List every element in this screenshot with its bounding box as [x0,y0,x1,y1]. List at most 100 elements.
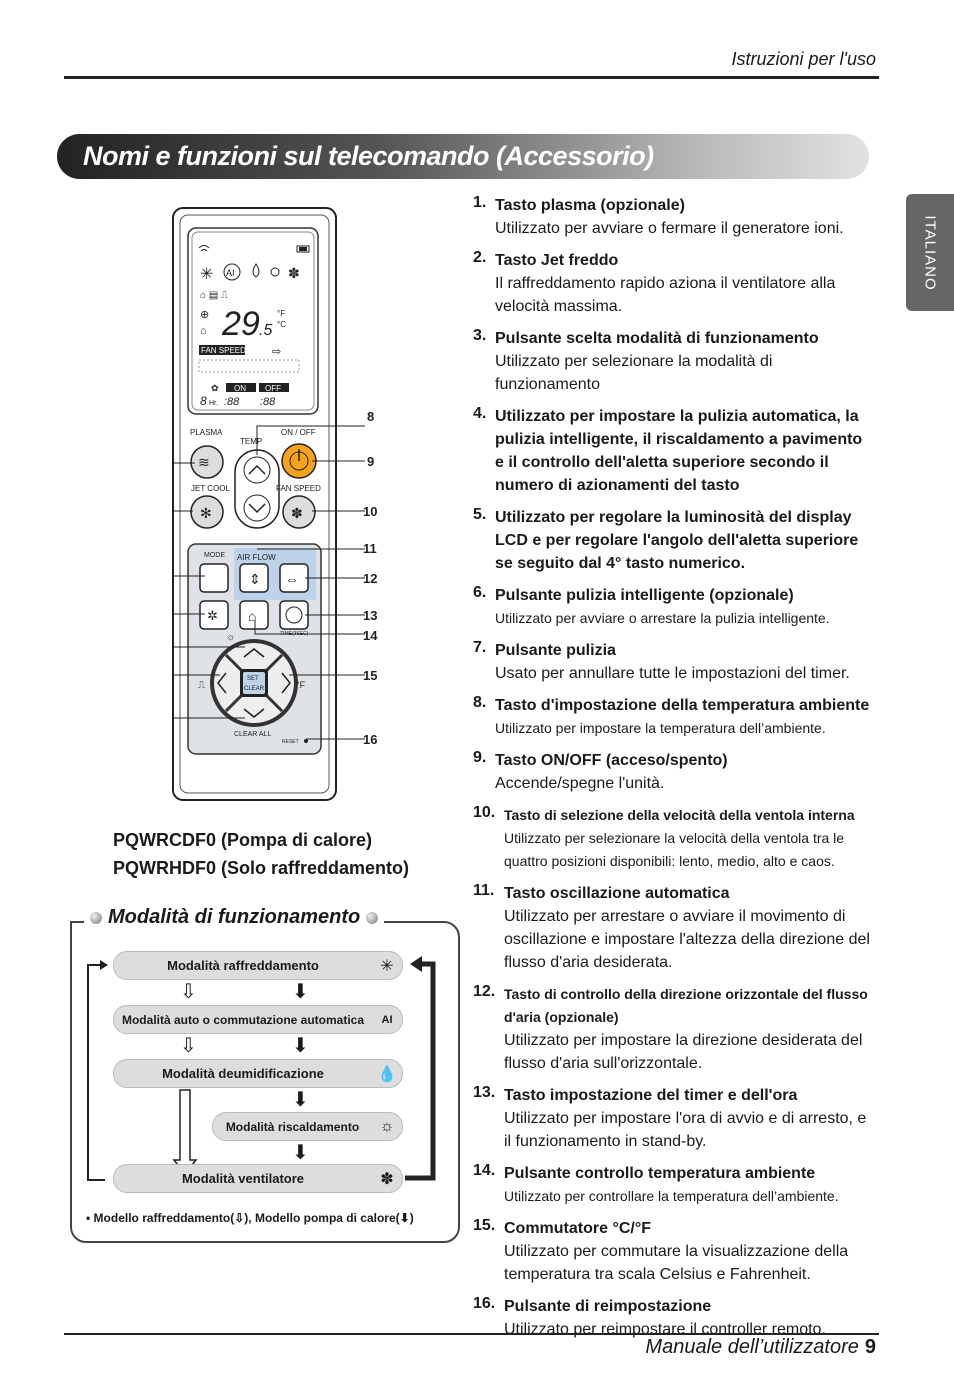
function-title: Tasto oscillazione automatica [504,885,730,902]
mode-fan: Modalità ventilatore ✽ [113,1164,403,1193]
callout-11: 11 [363,541,377,556]
svg-text:✽: ✽ [291,505,303,521]
ai-icon: AI [381,1013,393,1026]
label-fan-speed: FAN SPEED [276,484,321,493]
sun-icon: ☼ [379,1117,395,1135]
function-list: 1.Tasto plasma (opzionale)Utilizzato per… [473,194,873,1350]
function-number: 10. [473,804,496,821]
svg-text:✿: ✿ [211,383,219,393]
svg-text:⊕: ⊕ [200,309,209,321]
arrow-hollow-icon: ⇩ [180,1035,197,1057]
function-title: Tasto Jet freddo [495,252,619,269]
function-description: Il raffreddamento rapido aziona il venti… [495,275,836,315]
function-item: 5.Utilizzato per regolare la luminosità … [473,506,873,575]
label-reset: RESET [282,739,299,745]
arrow-solid-icon: ⬇ [292,1089,309,1111]
label-jet-cool: JET COOL [191,484,231,493]
function-item: 8.Tasto d'impostazione della temperatura… [473,694,873,740]
function-title: Tasto impostazione del timer e dell'ora [504,1087,798,1104]
bullet-icon [90,911,102,924]
function-title: Pulsante controllo temperatura ambiente [504,1165,816,1182]
callout-10: 10 [363,504,377,519]
droplet-icon: 💧 [377,1065,397,1083]
function-description: Utilizzato per impostare l'ora di avvio … [504,1110,867,1150]
lcd-hr: Hr. [209,400,218,407]
lcd-fan-speed: FAN SPEED [201,346,246,355]
arrow-solid-icon: ⬇ [292,1142,309,1164]
model-name-heat-pump: PQWRCDF0 (Pompa di calore) [113,830,373,850]
function-item: 12. Tasto di controllo della direzione or… [473,983,873,1075]
function-number: 3. [473,327,487,344]
label-temp: TEMP [240,437,262,446]
function-item: 4.Utilizzato per impostare la pulizia au… [473,405,873,497]
function-description: Utilizzato per avviare o fermare il gene… [495,220,844,237]
svg-text:✽: ✽ [288,265,300,281]
function-description: Utilizzato per selezionare la modalità d… [495,353,773,393]
function-description: Usato per annullare tutte le impostazion… [495,665,850,682]
function-item: 2. Tasto Jet freddo Il raffreddamento rapi… [473,249,873,318]
svg-text:⎍: ⎍ [198,680,205,691]
footer-label: Manuale dell’utilizzatore [645,1336,859,1358]
function-title: Pulsante pulizia intelligente (opzionale… [495,587,794,604]
mode-auto: Modalità auto o commutazione automatica … [113,1005,403,1034]
arrow-hollow-icon: ⇩ [180,981,197,1003]
lcd-off: OFF [265,384,281,393]
lcd-temp: 29 [221,305,260,343]
svg-text:✳: ✳ [200,266,213,283]
svg-text:⇕: ⇕ [249,571,261,587]
header-doc-label: Istruzioni per l'uso [731,49,876,69]
function-title: Pulsante scelta modalità di funzionament… [495,330,819,347]
snowflake-icon: ✳ [380,957,394,975]
arrow-solid-icon: ⬇ [399,1211,410,1225]
svg-text::88: :88 [260,396,276,408]
function-number: 7. [473,639,487,656]
svg-text:⇔: ⇔ [285,571,299,587]
function-number: 9. [473,749,487,766]
mode-cycle-arrows [87,956,436,1181]
function-description: Accende/spegne l'unità. [495,775,665,792]
function-item: 6.Pulsante pulizia intelligente (opziona… [473,584,873,630]
svg-text:°F: °F [296,680,306,690]
svg-text:⌂: ⌂ [248,608,256,624]
section-title: Nomi e funzioni sul telecomando (Accesso… [83,141,654,171]
svg-text:AI: AI [226,268,235,278]
arrow-hollow-icon: ⇩ [234,1211,245,1225]
label-mode: MODE [204,552,225,559]
callout-14: 14 [363,628,378,643]
lcd-on: ON [234,384,246,393]
svg-text:✻: ✻ [200,505,212,521]
function-item: 9.Tasto ON/OFF (acceso/spento)Accende/sp… [473,749,873,795]
function-number: 14. [473,1162,496,1179]
function-description: Utilizzato per avviare o arrestare la pu… [495,610,830,626]
function-item: 1.Tasto plasma (opzionale)Utilizzato per… [473,194,873,240]
modes-legend: • Modello raffreddamento(⇩), Modello pom… [86,1211,414,1225]
function-number: 2. [473,249,487,266]
function-item: 14. Pulsante controllo temperatura ambien… [473,1162,873,1208]
lcd-unit-f: °F [277,309,285,318]
function-number: 16. [473,1295,496,1312]
arrow-solid-icon: ⬇ [292,1035,309,1057]
function-title: Commutatore °C/°F [504,1220,652,1237]
function-title: Tasto d'impostazione della temperatura a… [495,697,870,714]
function-title: Tasto di selezione della velocità della … [504,807,855,823]
label-clear-all: CLEAR ALL [234,731,271,738]
svg-text:⌂: ⌂ [200,325,207,337]
svg-text:⇨: ⇨ [272,346,281,358]
label-air-flow: AIR FLOW [237,553,276,562]
function-item: 10. Tasto di selezione della velocità del… [473,804,873,873]
header-rule [64,76,879,79]
function-number: 11. [473,882,495,899]
function-number: 13. [473,1084,496,1101]
function-title: Tasto di controllo della direzione orizz… [504,986,868,1025]
svg-text:✲: ✲ [207,608,218,623]
mode-cooling: Modalità raffreddamento ✳ [113,951,403,980]
function-number: 12. [473,983,496,1000]
callout-15: 15 [363,668,377,683]
modes-panel-title: Modalità di funzionamento [84,906,385,929]
label-clear: CLEAR [244,686,265,692]
section-title-bar: Nomi e funzioni sul telecomando (Accesso… [57,134,869,179]
